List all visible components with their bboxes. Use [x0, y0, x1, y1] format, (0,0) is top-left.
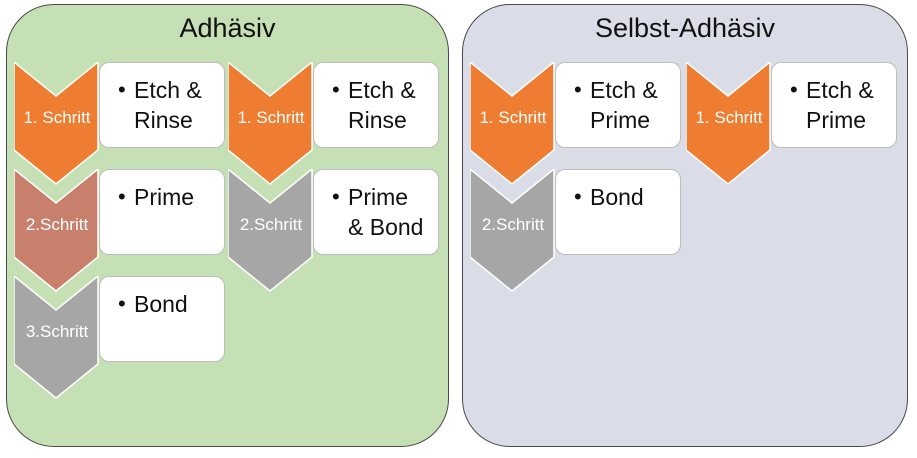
step-text: Bond: [590, 184, 644, 210]
chevron-shape: [470, 169, 555, 292]
step-text: Etch & Prime: [590, 77, 658, 133]
step-box: • Prime: [99, 169, 225, 255]
chevron-shape: [686, 62, 771, 185]
step-text: Bond: [134, 291, 188, 317]
step-box: • Etch & Rinse: [99, 62, 225, 148]
panel-title: Selbst-Adhäsiv: [594, 13, 776, 43]
step-box: • Etch & Rinse: [313, 62, 439, 148]
bullet-icon: •: [574, 77, 582, 102]
step-item: 2.Schritt • Bond: [470, 169, 682, 309]
step-label: 1. Schritt: [695, 108, 763, 127]
step-item: 1. Schritt • Etch & Rinse: [14, 62, 226, 202]
chevron-shape: [228, 62, 313, 185]
step-item: 1. Schritt • Etch & Prime: [686, 62, 898, 202]
step-label: 2.Schritt: [239, 215, 303, 234]
step-text: Etch & Rinse: [348, 77, 416, 133]
step-label: 3.Schritt: [25, 322, 89, 341]
chevron-shape: [14, 276, 99, 399]
step-box: • Bond: [555, 169, 681, 255]
step-box: • Etch & Prime: [555, 62, 681, 148]
bullet-icon: •: [118, 77, 126, 102]
chevron-shape: [14, 62, 99, 185]
step-label: 1. Schritt: [23, 108, 91, 127]
step-item: 1. Schritt • Etch & Prime: [470, 62, 682, 202]
step-box: • Bond: [99, 276, 225, 362]
step-text: Etch & Rinse: [134, 77, 202, 133]
step-item: 2.Schritt • Prime & Bond: [228, 169, 440, 309]
step-text: Etch & Prime: [806, 77, 874, 133]
chevron-shape: [14, 169, 99, 292]
bullet-icon: •: [118, 184, 126, 209]
step-label: 1. Schritt: [237, 108, 305, 127]
step-label: 2.Schritt: [25, 215, 89, 234]
panel-title: Adhäsiv: [179, 13, 276, 43]
bullet-icon: •: [118, 291, 126, 316]
step-label: 2.Schritt: [481, 215, 545, 234]
bullet-icon: •: [790, 77, 798, 102]
chevron-shape: [228, 169, 313, 292]
step-text: Prime & Bond: [348, 184, 424, 240]
step-text: Prime: [134, 184, 195, 210]
step-item: 2.Schritt • Prime: [14, 169, 226, 309]
step-item: 3.Schritt • Bond: [14, 276, 226, 416]
bullet-icon: •: [332, 184, 340, 209]
step-label: 1. Schritt: [479, 108, 547, 127]
bullet-icon: •: [332, 77, 340, 102]
chevron-shape: [470, 62, 555, 185]
step-box: • Prime & Bond: [313, 169, 439, 255]
step-item: 1. Schritt • Etch & Rinse: [228, 62, 440, 202]
step-box: • Etch & Prime: [771, 62, 897, 148]
bullet-icon: •: [574, 184, 582, 209]
